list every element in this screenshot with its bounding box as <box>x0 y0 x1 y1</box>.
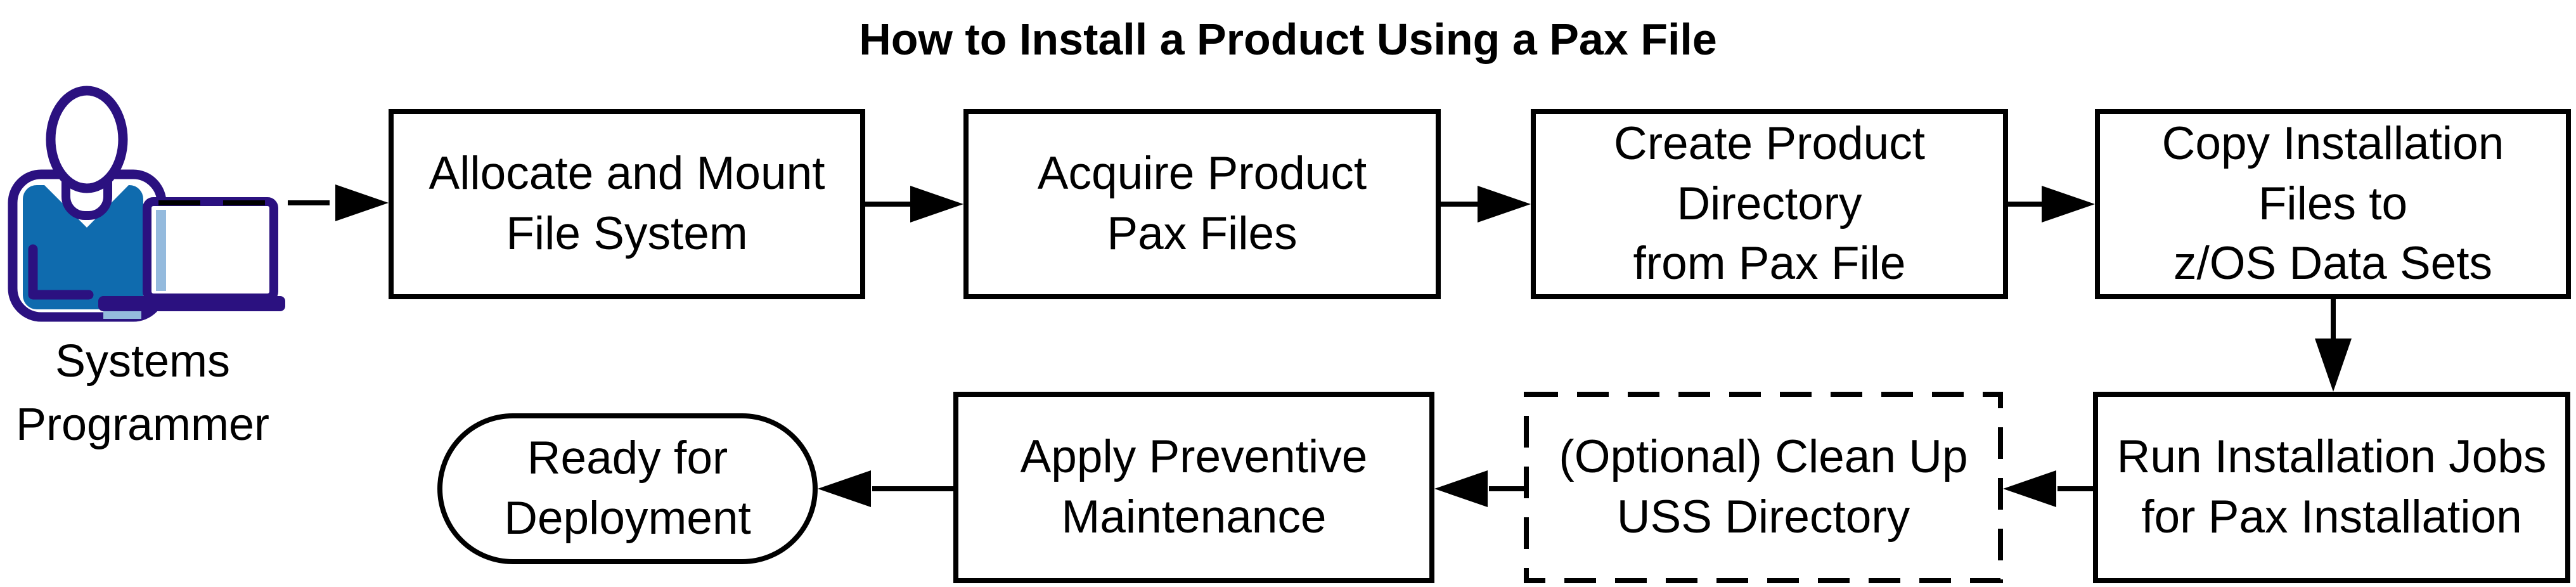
node-create-product-directory-from-pax-file: Create Product Directory from Pax File <box>1531 109 2008 299</box>
node-label: (Optional) Clean Up USS Directory <box>1559 431 1968 543</box>
arrow-copy-to-run <box>2315 299 2352 392</box>
node-ready-for-deployment: Ready for Deployment <box>437 413 818 564</box>
arrow-maintenance-to-ready <box>818 470 953 507</box>
laptop-icon <box>98 197 285 319</box>
arrow-allocate-to-acquire <box>865 186 963 223</box>
person-sweater <box>23 185 143 309</box>
person-body <box>8 86 167 322</box>
systems-programmer-icon <box>8 86 285 322</box>
node-label: Ready for Deployment <box>504 432 751 544</box>
laptop-base-accent <box>103 311 141 319</box>
node-label: Allocate and Mount File System <box>428 148 825 259</box>
dashed-border <box>1524 392 2003 583</box>
node-label: Copy Installation Files to z/OS Data Set… <box>2161 117 2504 290</box>
node-optional-clean-up-uss-directory: (Optional) Clean Up USS Directory <box>1524 392 2003 583</box>
diagram-title: How to Install a Product Using a Pax Fil… <box>859 15 1717 64</box>
node-run-installation-jobs-for-pax-installation: Run Installation Jobs for Pax Installati… <box>2093 392 2570 583</box>
node-acquire-product-pax-files: Acquire Product Pax Files <box>963 109 1441 299</box>
node-label: Acquire Product Pax Files <box>1037 148 1367 259</box>
node-label: Create Product Directory from Pax File <box>1614 117 1925 290</box>
actor-label-systems-programmer: Systems Programmer <box>15 336 270 450</box>
node-allocate-and-mount-file-system: Allocate and Mount File System <box>389 109 865 299</box>
person-arm <box>28 244 94 300</box>
node-copy-installation-files-to-zos-data-sets: Copy Installation Files to z/OS Data Set… <box>2095 109 2571 299</box>
person-head <box>46 86 128 193</box>
node-apply-preventive-maintenance: Apply Preventive Maintenance <box>953 392 1434 583</box>
arrow-create-to-copy <box>2008 186 2095 223</box>
arrow-acquire-to-create <box>1441 186 1531 223</box>
arrow-run-to-cleanup <box>2003 470 2093 507</box>
arrow-cleanup-to-maintenance <box>1434 470 1524 507</box>
node-label: Run Installation Jobs for Pax Installati… <box>2116 431 2547 543</box>
laptop-base <box>98 296 285 311</box>
node-label: Apply Preventive Maintenance <box>1020 431 1368 543</box>
laptop-screen-spine <box>156 210 166 291</box>
